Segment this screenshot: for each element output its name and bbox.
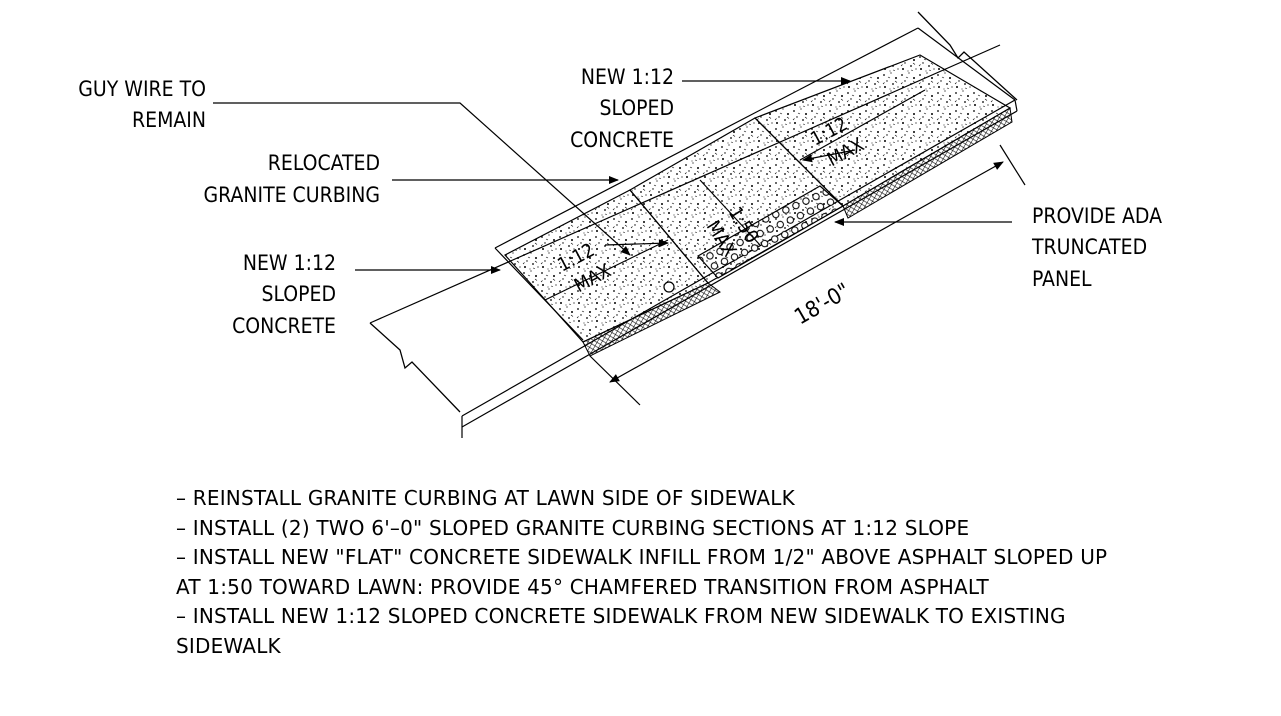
- note-line: – INSTALL NEW 1:12 SLOPED CONCRETE SIDEW…: [176, 604, 1066, 628]
- callout-relocated-curbing: RELOCATED GRANITE CURBING: [204, 151, 380, 207]
- callout-guy-wire: GUY WIRE TO REMAIN: [78, 77, 206, 132]
- svg-text:PROVIDE ADA: PROVIDE ADA: [1032, 204, 1162, 228]
- svg-text:GUY WIRE TO: GUY WIRE TO: [78, 77, 206, 101]
- callout-ada-panel: PROVIDE ADA TRUNCATED PANEL: [1031, 204, 1162, 291]
- svg-text:REMAIN: REMAIN: [132, 108, 206, 132]
- svg-text:CONCRETE: CONCRETE: [570, 128, 674, 152]
- break-symbols: [369, 11, 1018, 413]
- svg-text:SLOPED: SLOPED: [599, 96, 674, 120]
- callout-new-sloped-top: NEW 1:12 SLOPED CONCRETE: [570, 65, 674, 152]
- note-line: AT 1:50 TOWARD LAWN: PROVIDE 45° CHAMFER…: [176, 574, 989, 599]
- dimension-line: [589, 144, 1026, 406]
- svg-text:NEW 1:12: NEW 1:12: [243, 251, 336, 275]
- note-line: – INSTALL (2) TWO 6'–0" SLOPED GRANITE C…: [176, 515, 970, 540]
- guy-wire-anchor: [663, 281, 675, 293]
- svg-text:TRUNCATED: TRUNCATED: [1031, 235, 1147, 259]
- svg-text:NEW 1:12: NEW 1:12: [581, 65, 674, 89]
- svg-text:GRANITE CURBING: GRANITE CURBING: [204, 183, 380, 207]
- callout-new-sloped-left: NEW 1:12 SLOPED CONCRETE: [232, 251, 336, 338]
- note-line: – INSTALL NEW "FLAT" CONCRETE SIDEWALK I…: [176, 545, 1108, 569]
- svg-text:PANEL: PANEL: [1032, 267, 1092, 291]
- construction-notes: – REINSTALL GRANITE CURBING AT LAWN SIDE…: [176, 484, 1276, 661]
- note-line: SIDEWALK: [176, 633, 281, 658]
- svg-text:CONCRETE: CONCRETE: [232, 314, 336, 338]
- svg-text:SLOPED: SLOPED: [261, 282, 336, 306]
- dimension-label: 18'-0": [791, 279, 855, 330]
- note-line: – REINSTALL GRANITE CURBING AT LAWN SIDE…: [176, 486, 795, 510]
- slope-label-left: 1:12 MAX: [554, 239, 615, 297]
- svg-text:RELOCATED: RELOCATED: [268, 151, 380, 175]
